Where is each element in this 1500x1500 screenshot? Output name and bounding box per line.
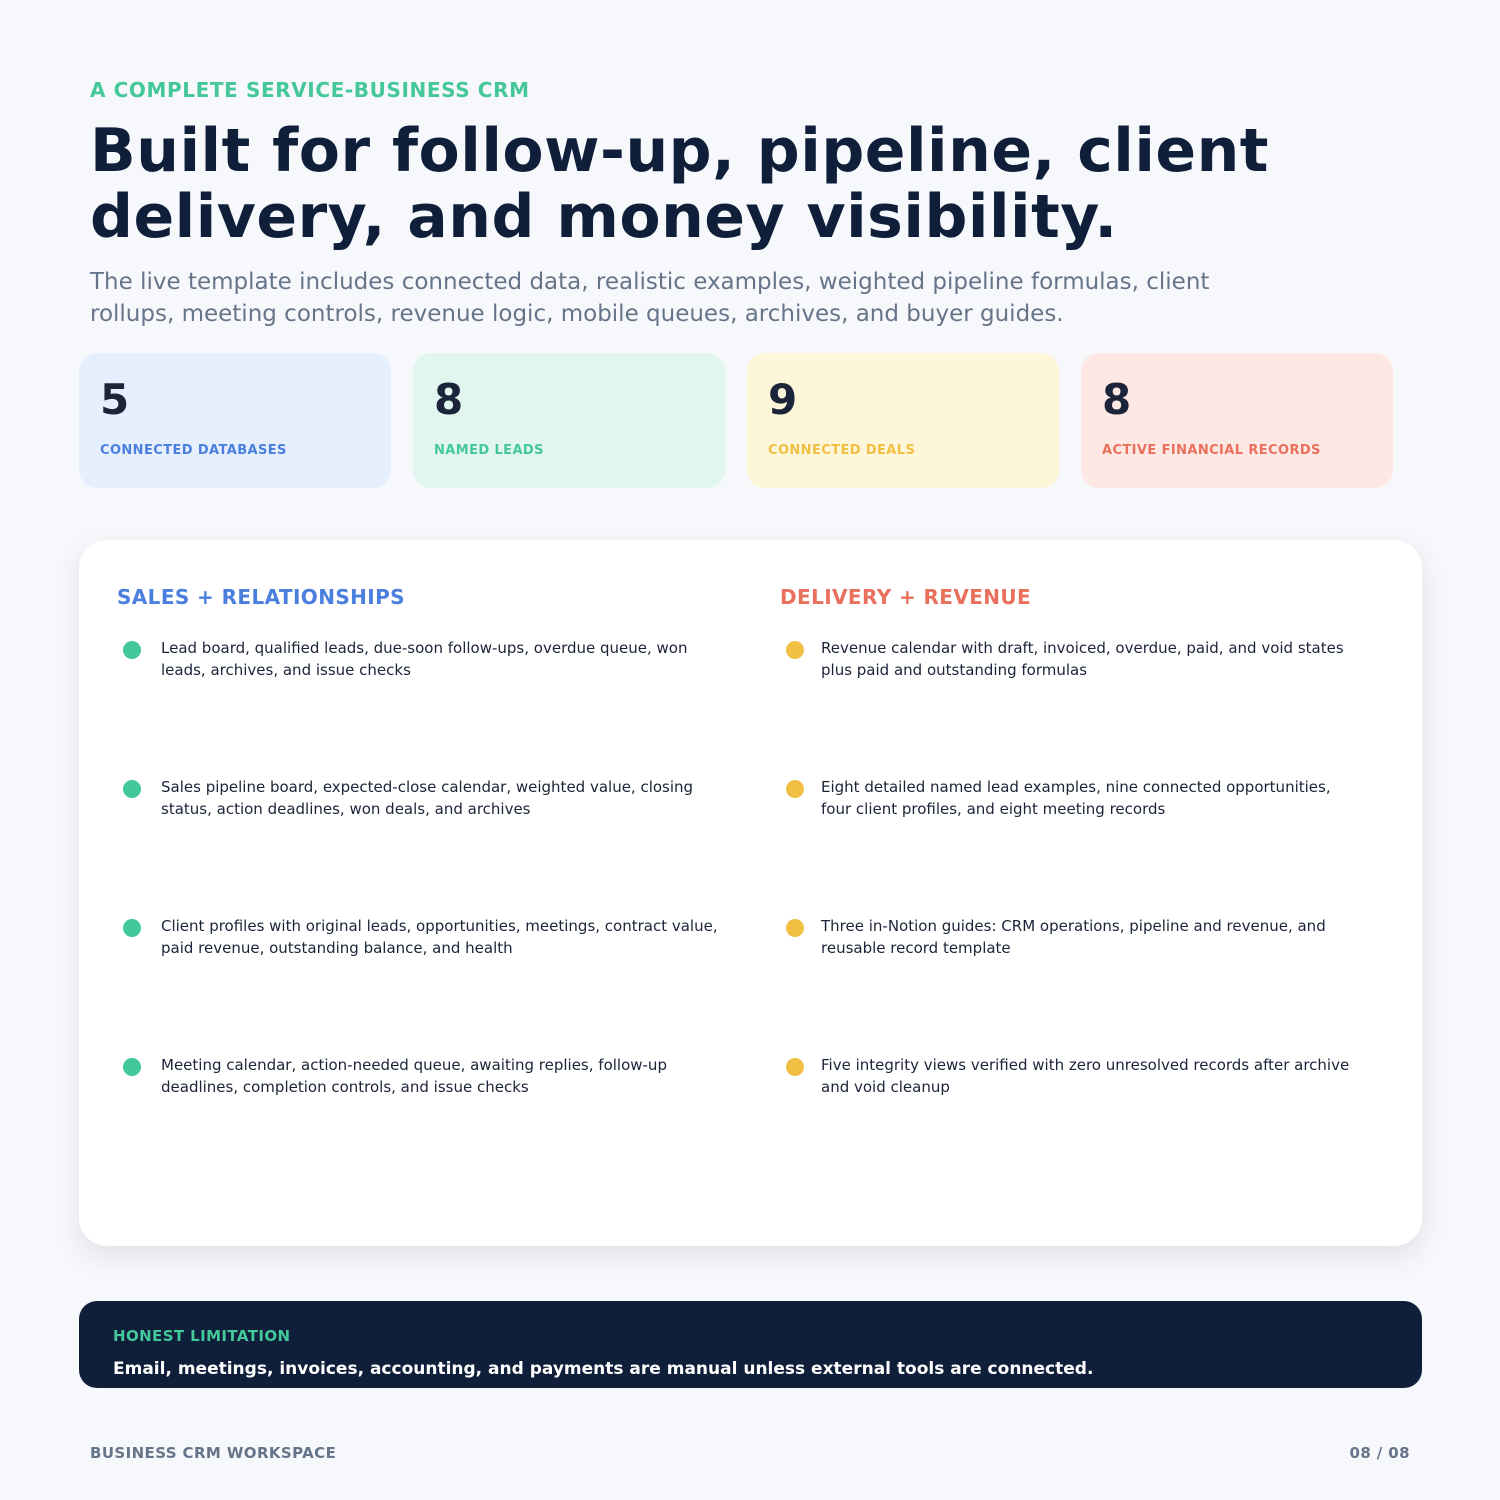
stat-card-databases: 5 CONNECTED DATABASES bbox=[79, 353, 391, 488]
list-item-text: Three in-Notion guides: CRM operations, … bbox=[821, 917, 1326, 957]
bullet-dot-icon bbox=[123, 780, 141, 798]
bullet-dot-icon bbox=[786, 641, 804, 659]
bullet-dot-icon bbox=[123, 1058, 141, 1076]
column-title: SALES + RELATIONSHIPS bbox=[117, 585, 405, 609]
stat-card-leads: 8 NAMED LEADS bbox=[413, 353, 725, 488]
list-item-text: Sales pipeline board, expected-close cal… bbox=[161, 778, 694, 818]
list-item-text: Revenue calendar with draft, invoiced, o… bbox=[821, 639, 1344, 679]
bullet-dot-icon bbox=[123, 641, 141, 659]
page-number: 08 / 08 bbox=[1349, 1444, 1410, 1462]
bullet-dot-icon bbox=[786, 919, 804, 937]
stat-value: 8 bbox=[1102, 375, 1132, 424]
stat-card-deals: 9 CONNECTED DEALS bbox=[747, 353, 1059, 488]
list-item-text: Client profiles with original leads, opp… bbox=[161, 917, 718, 957]
list-item-text: Eight detailed named lead examples, nine… bbox=[821, 778, 1331, 818]
stat-label: CONNECTED DEALS bbox=[768, 443, 916, 458]
stat-value: 8 bbox=[434, 375, 464, 424]
bullet-dot-icon bbox=[123, 919, 141, 937]
stat-value: 5 bbox=[100, 375, 130, 424]
limitation-text: Email, meetings, invoices, accounting, a… bbox=[113, 1359, 1094, 1379]
delivery-revenue-column: DELIVERY + REVENUE Revenue calendar with… bbox=[780, 585, 1380, 1096]
stat-card-financial-records: 8 ACTIVE FINANCIAL RECORDS bbox=[1081, 353, 1393, 488]
bullet-dot-icon bbox=[786, 1058, 804, 1076]
stat-value: 9 bbox=[768, 375, 798, 424]
features-card: SALES + RELATIONSHIPS Lead board, qualif… bbox=[79, 540, 1422, 1246]
footer-workspace-label: BUSINESS CRM WORKSPACE bbox=[90, 1444, 337, 1462]
limitation-banner: HONEST LIMITATION Email, meetings, invoi… bbox=[79, 1301, 1422, 1388]
eyebrow-label: A COMPLETE SERVICE-BUSINESS CRM bbox=[90, 78, 530, 102]
page-title: Built for follow-up, pipeline, client de… bbox=[90, 116, 1269, 252]
sales-relationships-column: SALES + RELATIONSHIPS Lead board, qualif… bbox=[117, 585, 718, 1096]
page-subtitle: The live template includes connected dat… bbox=[90, 269, 1210, 327]
stat-label: NAMED LEADS bbox=[434, 443, 544, 458]
stat-label: ACTIVE FINANCIAL RECORDS bbox=[1102, 443, 1321, 458]
stats-row: 5 CONNECTED DATABASES 8 NAMED LEADS 9 CO… bbox=[79, 353, 1393, 488]
list-item-text: Five integrity views verified with zero … bbox=[821, 1056, 1350, 1096]
list-item-text: Meeting calendar, action-needed queue, a… bbox=[161, 1056, 667, 1096]
bullet-dot-icon bbox=[786, 780, 804, 798]
stat-label: CONNECTED DATABASES bbox=[100, 443, 287, 458]
list-item-text: Lead board, qualified leads, due-soon fo… bbox=[161, 639, 688, 679]
column-title: DELIVERY + REVENUE bbox=[780, 585, 1032, 609]
limitation-title: HONEST LIMITATION bbox=[113, 1327, 291, 1345]
